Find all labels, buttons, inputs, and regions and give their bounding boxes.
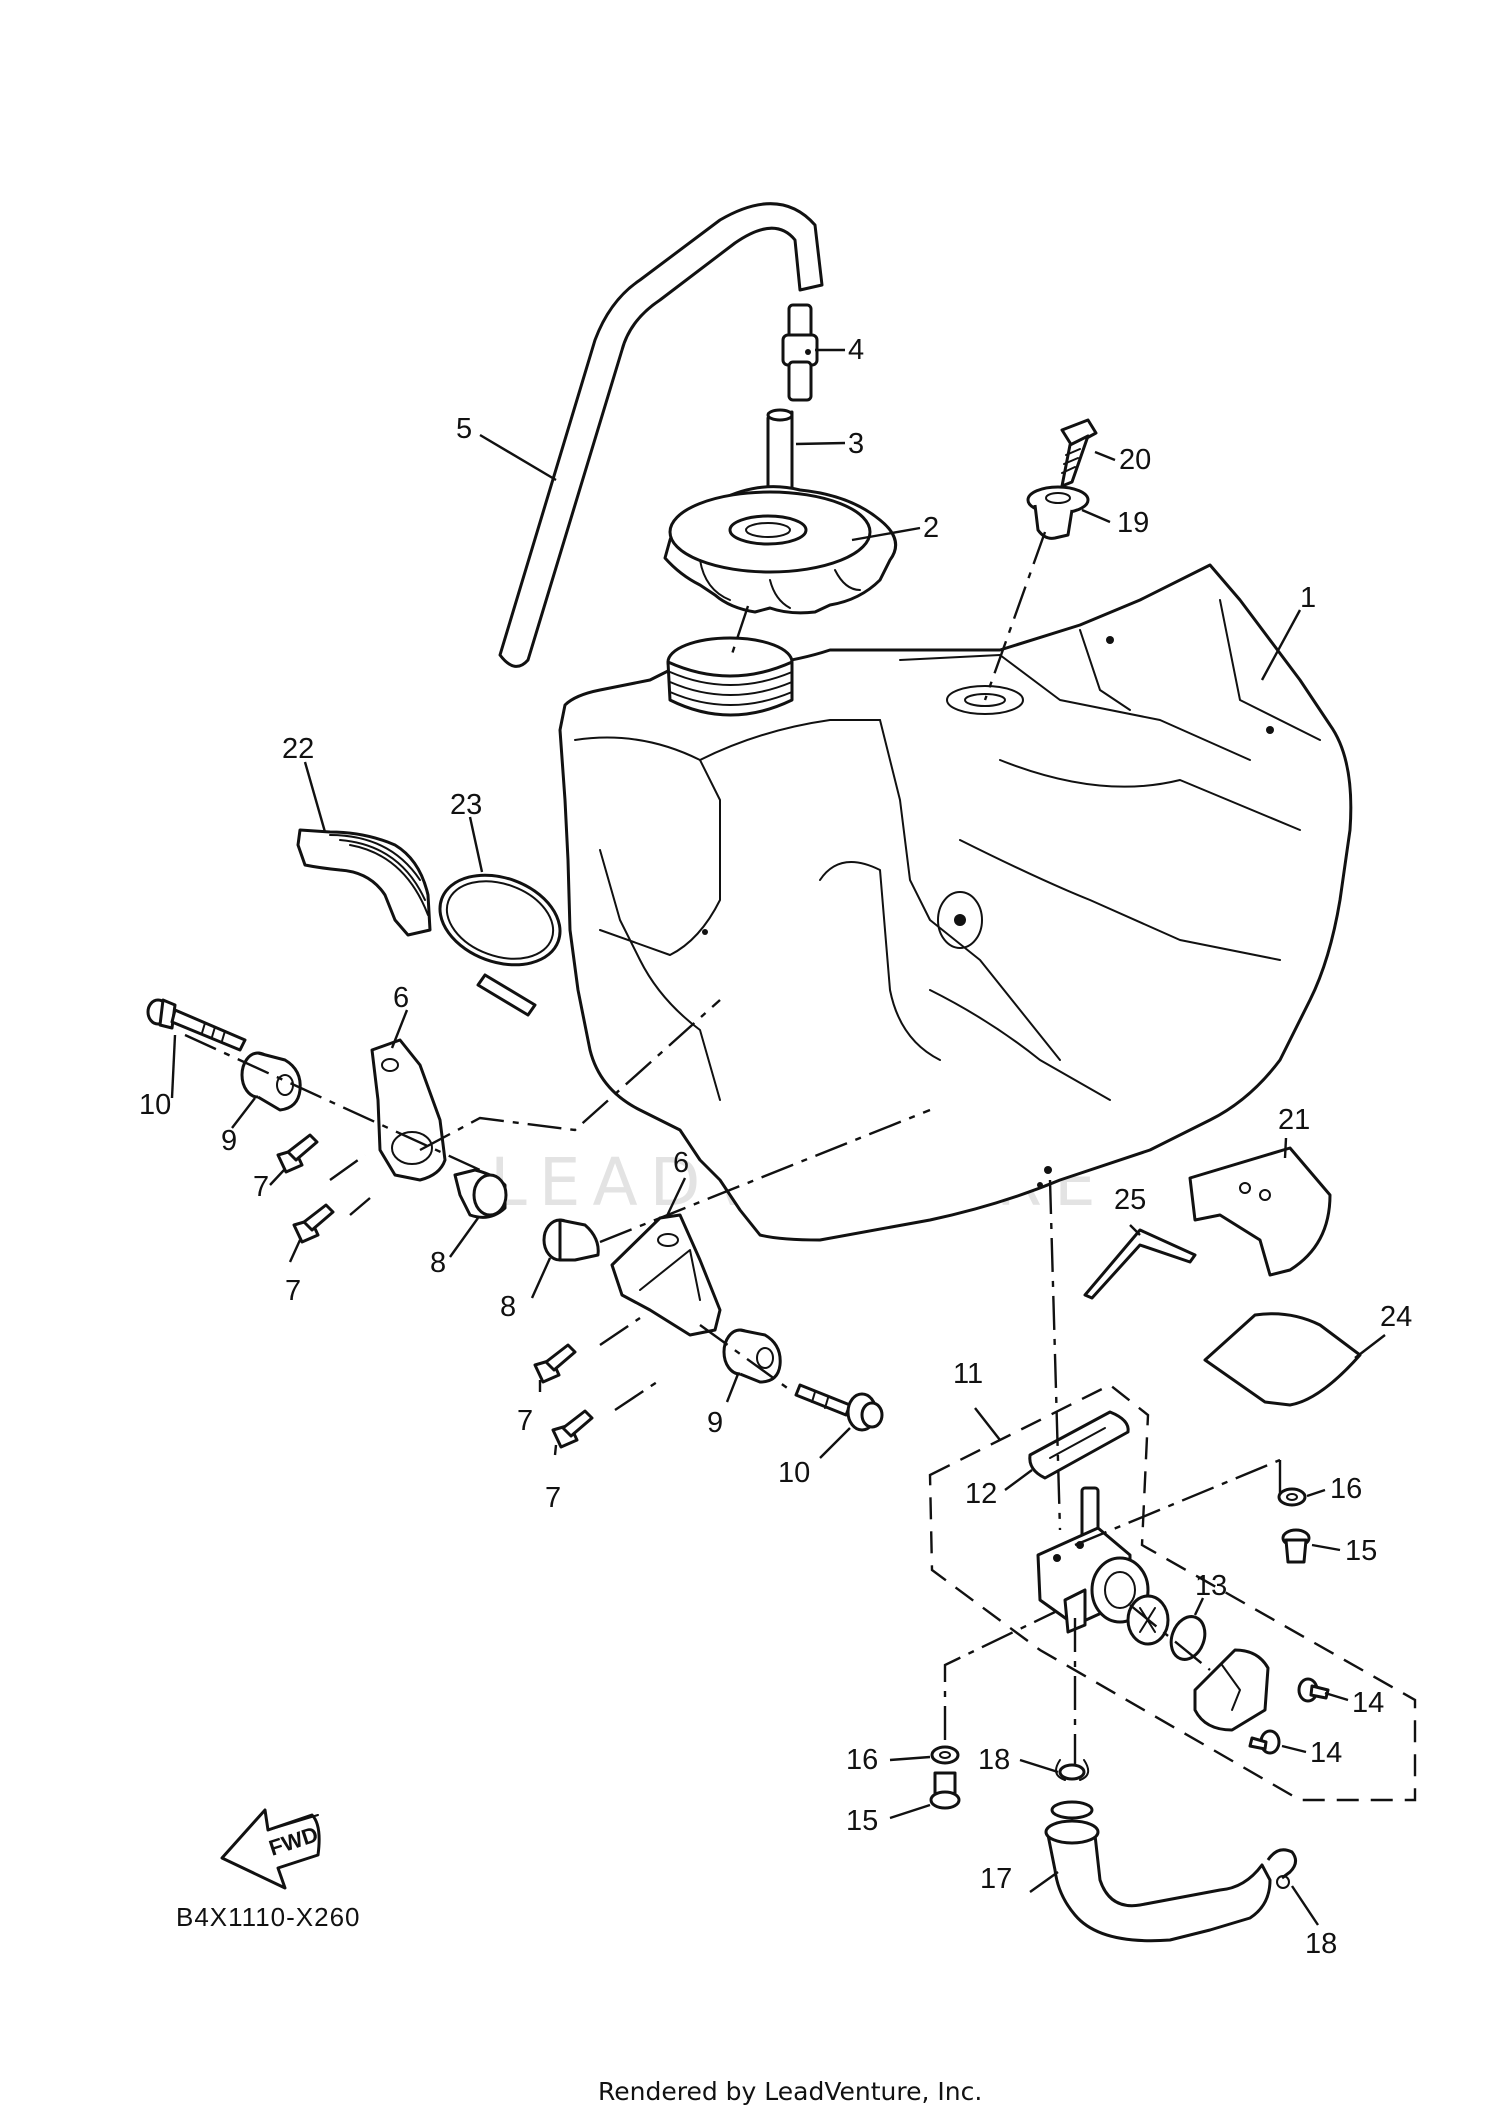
cover-22 bbox=[296, 828, 432, 937]
forward-arrow-badge: FWD bbox=[220, 1808, 321, 1890]
gasket-12 bbox=[1028, 1410, 1130, 1480]
callout-24: 24 bbox=[1380, 1301, 1412, 1333]
screw-15-left bbox=[929, 1771, 961, 1810]
callout-2: 2 bbox=[923, 512, 939, 544]
callout-21: 21 bbox=[1278, 1104, 1310, 1136]
collar-8-left bbox=[453, 1168, 508, 1219]
callout-16-right: 16 bbox=[1330, 1473, 1362, 1505]
callout-20: 20 bbox=[1119, 444, 1151, 476]
bracket-21 bbox=[1188, 1146, 1332, 1277]
collar-9-right bbox=[722, 1328, 782, 1384]
collar-8-right bbox=[542, 1218, 600, 1262]
render-credit: Rendered by LeadVenture, Inc. bbox=[598, 2077, 982, 2106]
callout-labels: 1 2 3 4 5 6 6 7 7 7 7 8 8 9 9 10 10 11 1… bbox=[139, 334, 1412, 1960]
bolt-7-c bbox=[533, 1343, 577, 1384]
callout-8-left: 8 bbox=[430, 1247, 446, 1279]
band-23 bbox=[438, 873, 562, 1017]
callout-18-upper: 18 bbox=[978, 1744, 1010, 1776]
fuel-tank bbox=[558, 563, 1353, 1242]
callout-16-left: 16 bbox=[846, 1744, 878, 1776]
seal-25 bbox=[1083, 1228, 1197, 1300]
screw-14-b bbox=[1248, 1729, 1281, 1755]
callout-12: 12 bbox=[965, 1478, 997, 1510]
cover-24 bbox=[1203, 1312, 1362, 1407]
screw-20 bbox=[1060, 418, 1098, 488]
callout-15-right: 15 bbox=[1345, 1535, 1377, 1567]
callout-18-lower: 18 bbox=[1305, 1928, 1337, 1960]
bracket-6-left bbox=[370, 1038, 447, 1182]
callout-11: 11 bbox=[953, 1358, 983, 1390]
callout-9-left: 9 bbox=[221, 1125, 237, 1157]
hose-joint bbox=[781, 303, 819, 402]
callout-5: 5 bbox=[456, 413, 472, 445]
callout-1: 1 bbox=[1300, 582, 1316, 614]
callout-13: 13 bbox=[1195, 1570, 1227, 1602]
bracket-6-right bbox=[610, 1213, 722, 1337]
o-ring-13 bbox=[1169, 1615, 1207, 1661]
callout-10-center: 10 bbox=[778, 1457, 810, 1489]
bolt-7-a bbox=[276, 1133, 319, 1174]
screw-15-right bbox=[1281, 1528, 1311, 1564]
callout-25: 25 bbox=[1114, 1184, 1146, 1216]
drawing-code: B4X1110-X260 bbox=[176, 1902, 361, 1932]
screw-14-a bbox=[1297, 1677, 1330, 1703]
callout-4: 4 bbox=[848, 334, 864, 366]
washer-16-right bbox=[1277, 1487, 1307, 1507]
clip-18-upper bbox=[1050, 1759, 1094, 1820]
fuel-cap bbox=[663, 485, 898, 615]
callout-15-left: 15 bbox=[846, 1805, 878, 1837]
bolt-7-b bbox=[292, 1203, 335, 1244]
fuel-cock-assembly-box bbox=[928, 1383, 1417, 1802]
callout-3: 3 bbox=[848, 428, 864, 460]
callout-19: 19 bbox=[1117, 507, 1149, 539]
bolt-10-right bbox=[794, 1383, 884, 1432]
callout-7-b: 7 bbox=[285, 1275, 301, 1307]
callout-7-a: 7 bbox=[253, 1171, 269, 1203]
washer-16-left bbox=[930, 1745, 960, 1765]
breather-hose bbox=[498, 202, 824, 668]
callout-10-left: 10 bbox=[139, 1089, 171, 1121]
callout-14-b: 14 bbox=[1310, 1737, 1342, 1769]
bolt-7-d bbox=[551, 1409, 594, 1449]
callout-8-center: 8 bbox=[500, 1291, 516, 1323]
callout-leaders bbox=[170, 348, 1386, 1926]
collar-9-left bbox=[240, 1051, 302, 1112]
callout-17: 17 bbox=[980, 1863, 1012, 1895]
bolt-10-left bbox=[146, 998, 247, 1052]
fuel-hose-17 bbox=[1044, 1819, 1272, 1943]
fuel-cock-plate bbox=[1193, 1648, 1270, 1732]
callout-7-c: 7 bbox=[517, 1405, 533, 1437]
callout-9-center: 9 bbox=[707, 1407, 723, 1439]
callout-23: 23 bbox=[450, 789, 482, 821]
callout-7-d: 7 bbox=[545, 1482, 561, 1514]
damper-19 bbox=[1026, 485, 1090, 540]
callout-6-center: 6 bbox=[673, 1147, 689, 1179]
callout-14-a: 14 bbox=[1352, 1687, 1384, 1719]
clip-18-lower bbox=[1266, 1848, 1297, 1889]
callout-6-left: 6 bbox=[393, 982, 409, 1014]
assembly-lines bbox=[184, 531, 1282, 1765]
callout-22: 22 bbox=[282, 733, 314, 765]
